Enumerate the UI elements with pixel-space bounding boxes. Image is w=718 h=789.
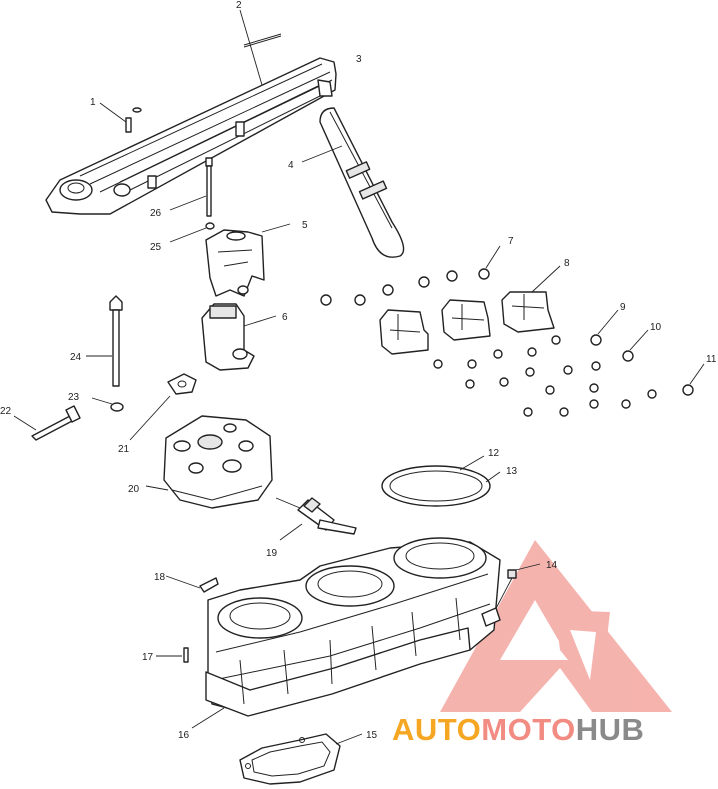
callout-20: 20 (128, 484, 140, 495)
callout-8: 8 (564, 258, 570, 269)
callout-16: 16 (178, 730, 190, 741)
part-1-screw (99, 102, 142, 133)
callout-6: 6 (282, 312, 288, 323)
callout-5: 5 (302, 220, 308, 231)
part-25-washer (169, 222, 215, 243)
callout-10: 10 (650, 322, 662, 333)
svg-text:AUTOMOTOHUB: AUTOMOTOHUB (392, 712, 644, 747)
part-nuts-group (320, 245, 705, 417)
watermark-hub: HUB (576, 712, 645, 747)
part-22-stud (13, 405, 81, 441)
callout-7: 7 (508, 236, 514, 247)
part-8-housings (379, 265, 561, 355)
part-19-spark-plug (275, 497, 357, 541)
part-6-housing (201, 285, 277, 371)
callout-23: 23 (68, 392, 80, 403)
callout-11: 11 (706, 354, 717, 365)
part-3-fuel-rail (45, 57, 337, 215)
callout-18: 18 (154, 572, 166, 583)
callout-14: 14 (546, 560, 558, 571)
callout-24: 24 (70, 352, 82, 363)
callout-15: 15 (366, 730, 378, 741)
part-20-cylinder-head (145, 415, 273, 509)
part-17-pin (156, 647, 189, 663)
callout-21: 21 (118, 444, 130, 455)
callout-26: 26 (150, 208, 162, 219)
part-4-hose (301, 107, 405, 258)
part-26-bolt (169, 157, 213, 217)
callout-labels: 1 2 3 4 5 6 7 8 9 10 11 12 13 14 15 16 1… (0, 0, 717, 741)
part-13-head-gasket (381, 455, 501, 507)
callout-19: 19 (266, 548, 278, 559)
callout-3: 3 (356, 54, 362, 65)
callout-12: 12 (488, 448, 500, 459)
callout-4: 4 (288, 160, 294, 171)
callout-17: 17 (142, 652, 154, 663)
watermark-auto: AUTO (392, 712, 481, 747)
part-18-clip (165, 575, 219, 593)
part-14-fitting (481, 563, 541, 627)
callout-1: 1 (90, 97, 96, 108)
callout-25: 25 (150, 242, 162, 253)
part-21-gasket (129, 373, 197, 441)
callout-2: 2 (236, 0, 242, 11)
watermark-moto: MOTO (481, 712, 575, 747)
callout-22: 22 (0, 406, 12, 417)
part-15-base-gasket (239, 733, 363, 785)
part-24-bolt (86, 295, 123, 387)
callout-9: 9 (620, 302, 626, 313)
part-23-washer (91, 397, 124, 412)
part-2-key (239, 9, 282, 86)
watermark-text: AUTOMOTOHUB (392, 712, 644, 747)
watermark-logo-mark (440, 540, 672, 712)
part-16-cylinder-block (191, 537, 501, 729)
part-5-bracket (205, 223, 291, 297)
callout-13: 13 (506, 466, 518, 477)
